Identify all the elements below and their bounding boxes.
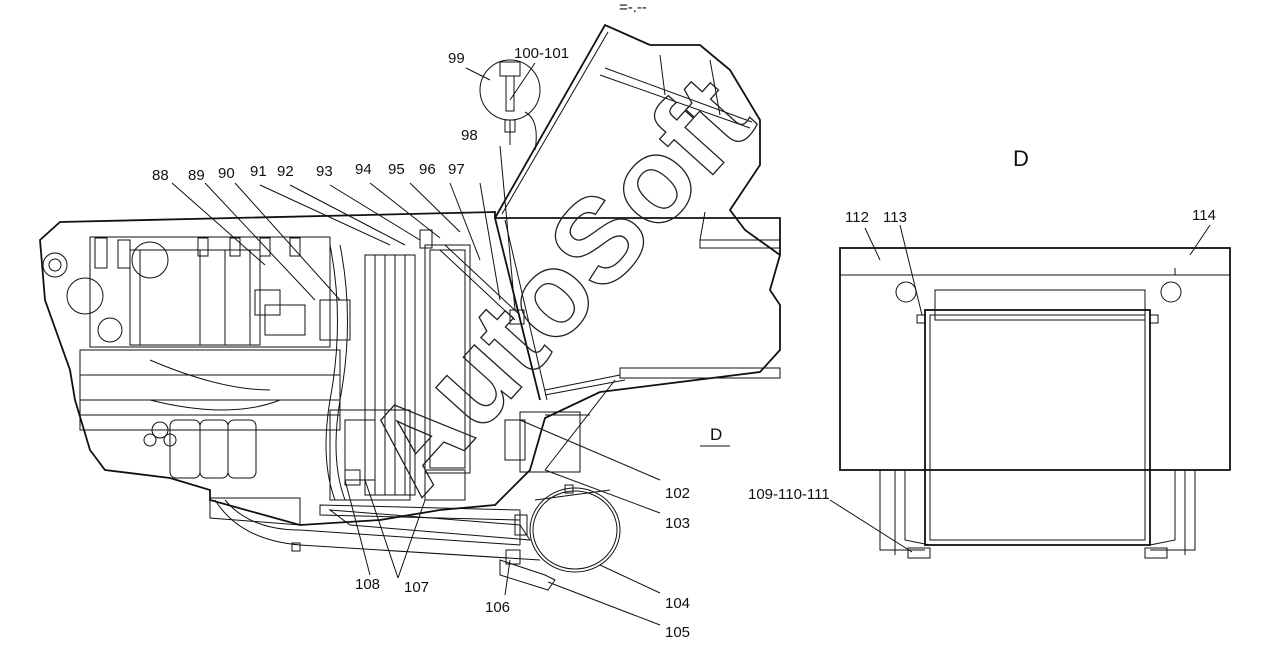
filter-2 [199, 419, 229, 479]
engine-block-upper [89, 236, 331, 348]
view-label-section: D [710, 425, 722, 444]
callout-105: 105 [665, 624, 690, 641]
callout-108: 108 [355, 576, 380, 593]
callout-106: 106 [485, 599, 510, 616]
engine-block-lower [79, 349, 341, 431]
leader-lines [171, 62, 1211, 626]
callout-96: 96 [419, 161, 436, 178]
open-hood [479, 23, 781, 471]
detail-view-d [839, 247, 1231, 559]
intake-pipe [42, 252, 68, 278]
detail-panel [924, 309, 1151, 546]
callout-92: 92 [277, 163, 294, 180]
callout-91: 91 [250, 163, 267, 180]
housing-outline [39, 211, 781, 526]
callout-104: 104 [665, 595, 690, 612]
callout-99: 99 [448, 50, 465, 67]
callout-90: 90 [218, 165, 235, 182]
callout-98: 98 [461, 127, 478, 144]
watermark: AutoSoft [340, 51, 778, 517]
view-label-detail: D [1013, 146, 1029, 171]
callout-94: 94 [355, 161, 372, 178]
drum [529, 487, 621, 573]
callout-103: 103 [665, 515, 690, 532]
callout-93: 93 [316, 163, 333, 180]
detail-outer-frame [839, 247, 1231, 471]
header-mark: =-.-- [619, 0, 647, 16]
callout-114: 114 [1192, 207, 1216, 224]
callout-97: 97 [448, 161, 465, 178]
callout-95: 95 [388, 161, 405, 178]
filter-3 [227, 419, 257, 479]
cooler-core [424, 244, 471, 474]
engine-block-face [129, 249, 261, 346]
filler-pipe [499, 559, 556, 591]
callout-113: 113 [883, 209, 907, 226]
callout-102: 102 [665, 485, 690, 502]
hood-panel [494, 23, 781, 256]
radiator-core [364, 254, 416, 496]
callout-109-110-111: 109-110-111 [748, 486, 830, 503]
callout-107: 107 [404, 579, 429, 596]
callout-100-101: 100-101 [514, 45, 569, 62]
callout-labels: 88 89 90 91 92 93 94 95 96 97 98 99 100-… [152, 45, 1216, 641]
callout-89: 89 [188, 167, 205, 184]
callout-88: 88 [152, 167, 169, 184]
callout-112: 112 [845, 209, 869, 226]
filter-1 [169, 419, 201, 479]
